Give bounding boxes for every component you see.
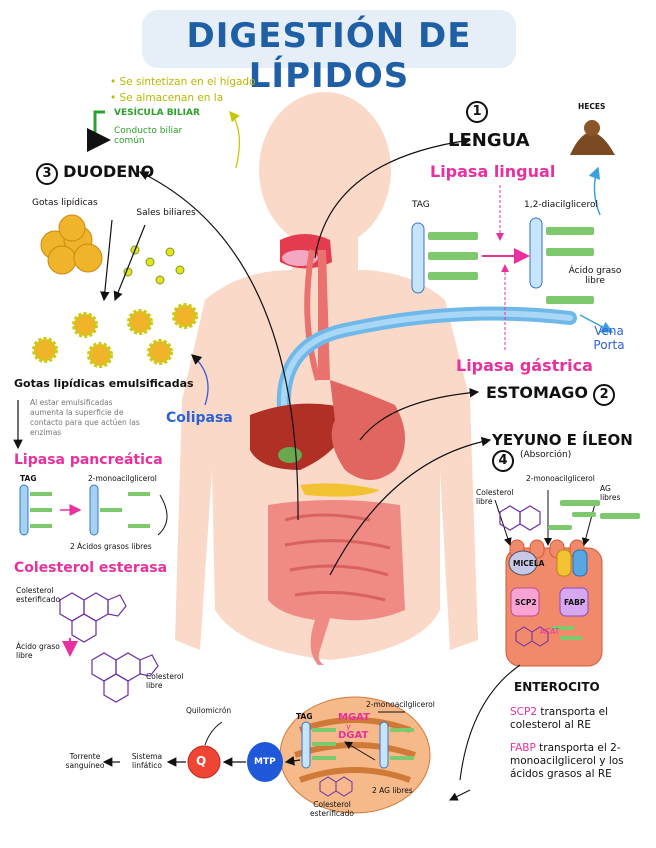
colesterol-libre-label: Colesterol libre [476,488,514,506]
scp2-description-label: SCP2 [510,706,538,718]
mgat-label: MGAT [338,712,370,723]
colipasa-label: Colipasa [166,410,233,426]
sales-biliares-label: Sales biliares [136,208,196,218]
page-title: DIGESTIÓN DE LÍPIDOS [186,16,472,96]
vesicula-biliar-label: VESÍCULA BILIAR [114,108,200,118]
tag-label: TAG [296,712,313,721]
lipasa-pancreatica-label: Lipasa pancreática [14,452,163,468]
estomago-heading: ESTOMAGO 2 [486,383,616,406]
micela-label: MICELA [513,559,545,568]
lipasa-lingual-label: Lipasa lingual [430,162,556,181]
mtp-label: MTP [254,757,276,767]
estomago-title: ESTOMAGO [486,383,589,402]
step-number: 2 [593,384,616,406]
step-number: 3 [36,163,58,185]
fabp-description-text: transporta el 2-monoacilglicerol y los á… [510,742,624,780]
colesterol-esterasa-label: Colesterol esterasa [14,560,168,576]
bile-note-1: • Se sintetizan en el hígado [110,76,256,88]
scp2-label: SCP2 [515,598,537,607]
cholesterol-free-structure [91,652,159,703]
acido-graso-libre-label: Ácido graso libre [16,642,60,660]
gotas-emulsificadas-label: Gotas lipídicas emulsificadas [14,377,194,390]
monoacilglicerol-label: 2-monoacilglicerol [366,700,435,709]
step-number: 1 [466,101,488,123]
lingual-lipase-diagram [411,217,594,304]
duodeno-title: DUODENO [63,162,155,181]
torrente-sanguineo-label: Torrente sanguíneo [65,752,105,770]
heces-label: HECES [578,102,606,111]
acat-label: ACAT [540,627,560,636]
sistema-linfatico-label: Sistema linfático [131,752,163,770]
quilomicron-label: Quilomicrón [186,706,232,715]
monoacilglicerol-label: 2-monoacilglicerol [526,474,595,483]
monoacilglicerol-label: 2-monoacilglicerol [88,474,157,483]
lipid-droplets [40,214,103,275]
scp2-description-text: transporta el colesterol al RE [510,706,609,731]
bile-note-2: • Se almacenan en la [110,92,224,104]
absorcion-subtitle: (Absorción) [520,450,572,460]
diacilglicerol-label: 1,2-diacilglicerol [524,200,598,210]
tag-label: TAG [20,474,37,483]
lipasa-gastrica-label: Lipasa gástrica [456,356,593,375]
fabp-description: FABP transporta el 2-monoacilglicerol y … [510,742,646,781]
y-label: y [346,722,351,731]
duodeno-heading: 3 DUODENO [36,162,154,185]
colesterol-libre-label: Colesterol libre [146,672,184,690]
lengua-title: LENGUA [448,130,530,151]
ag-libres-label: AG libres [600,484,621,502]
acidos-libres-label: 2 Ácidos grasos libres [70,542,152,551]
tag-label: TAG [412,200,430,210]
ag-libres-label: 2 AG libres [372,786,413,795]
fabp-label: FABP [564,598,586,607]
fabp-description-label: FABP [510,742,536,754]
gotas-lipidicas-label: Gotas lipídicas [32,198,98,208]
acido-graso-libre-label: Ácido graso libre [568,266,622,286]
q-label: Q [196,754,207,768]
emulsification-note: Al estar emulsificadas aumenta la superf… [30,398,140,437]
enterocito-label: ENTEROCITO [514,680,600,694]
step-number: 4 [492,450,514,472]
colesterol-esterificado-label: Colesterol esterificado [16,586,61,604]
pancreatic-lipase-diagram [19,484,150,536]
endoplasmic-reticulum [279,696,431,814]
colesterol-esterificado-label: Colesterol esterificado [309,800,355,818]
dgat-label: DGAT [338,730,369,741]
vena-porta-label: Vena Porta [593,324,625,352]
yeyuno-heading: YEYUNO E ÍLEON 4 [492,430,656,472]
lengua-number: 1 [466,100,488,123]
conducto-biliar-label: Conducto biliar común [114,126,183,146]
yeyuno-title: YEYUNO E ÍLEON [492,431,633,449]
cholesterol-ester-structure [59,592,127,643]
scp2-description: SCP2 transporta el colesterol al RE [510,706,646,732]
title-background [142,10,516,68]
